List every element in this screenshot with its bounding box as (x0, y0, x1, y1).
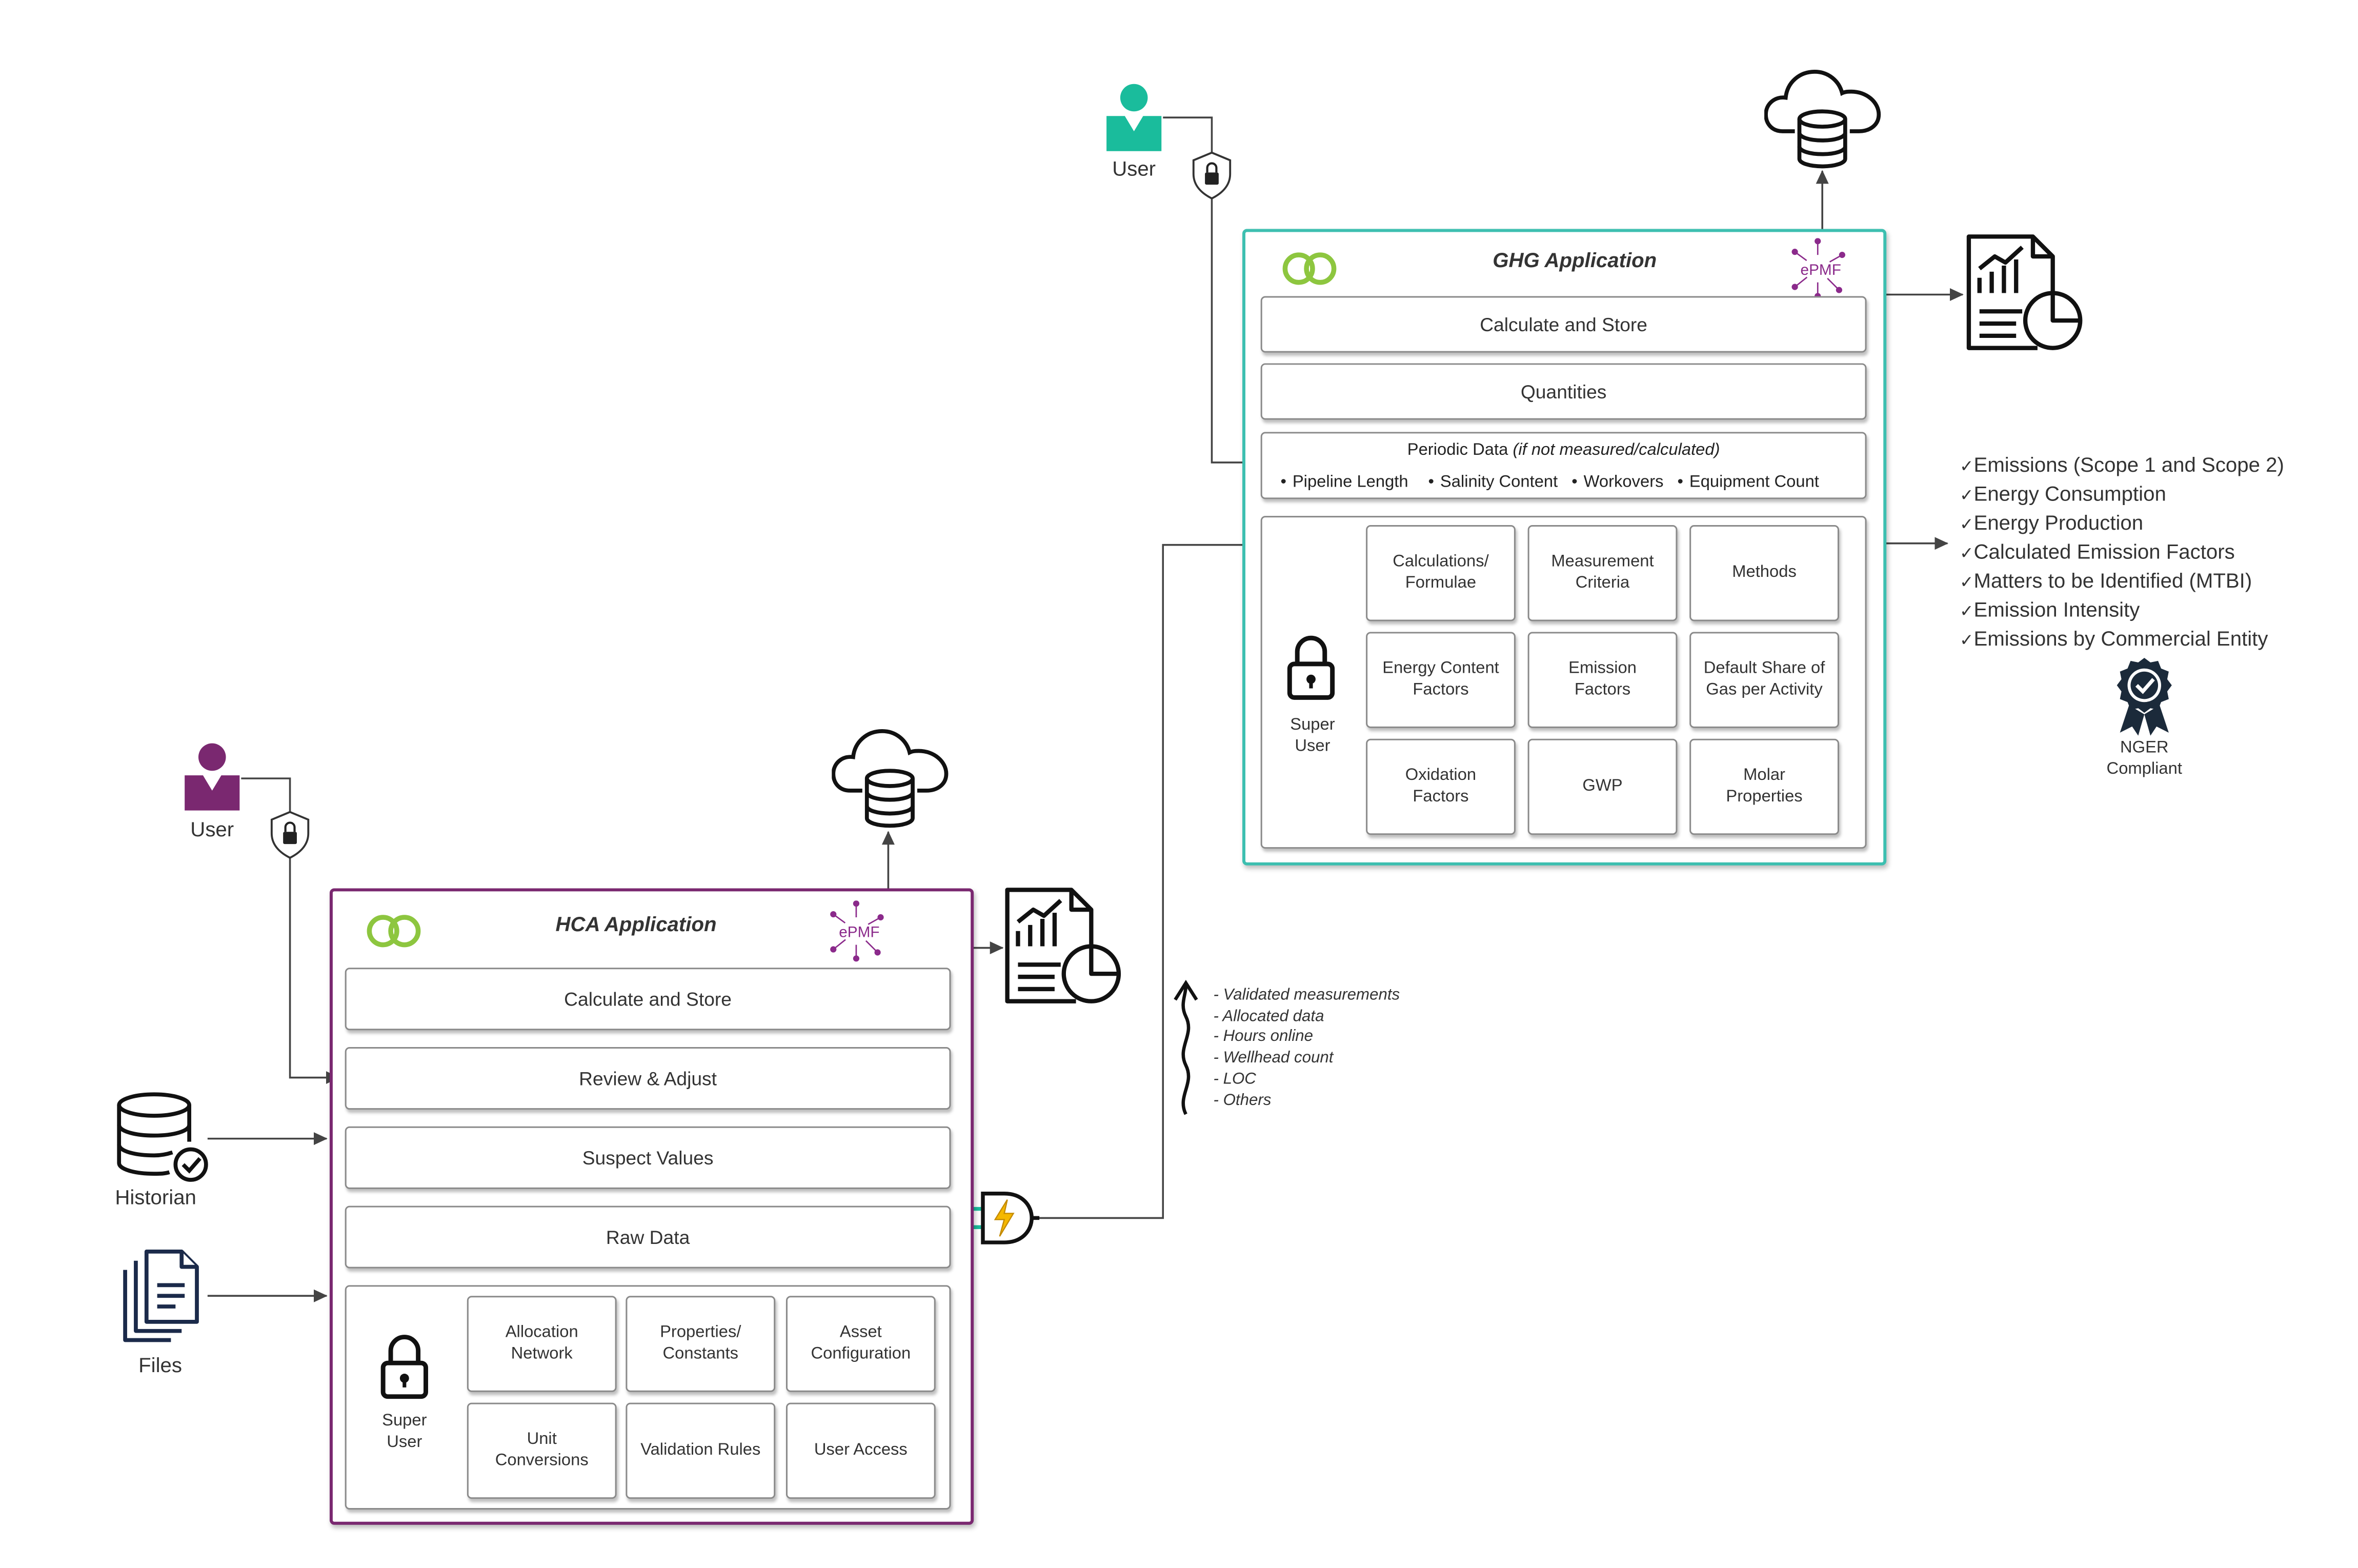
hca-cell-unit-conversions[interactable]: Unit Conversions (467, 1402, 617, 1499)
transfer-note: - Others (1213, 1090, 1272, 1109)
connector-plug-to-ghg (1038, 544, 1243, 1219)
ghg-application-box: GHG Application ePMF Calculate and Store… (1242, 229, 1887, 866)
user-icon (185, 743, 240, 811)
check-icon: ✓ (1960, 545, 1974, 564)
ghg-cell-energy-content-factors[interactable]: Energy Content Factors (1366, 632, 1516, 728)
files-icon (123, 1250, 199, 1342)
nger-compliant-label: NGER Compliant (2106, 738, 2182, 778)
hca-title: HCA Application (555, 913, 717, 936)
ghg-periodic-data-panel[interactable]: Periodic Data (if not measured/calculate… (1260, 432, 1867, 499)
connector-user-to-hca (241, 777, 340, 1084)
hca-cell-validation-rules[interactable]: Validation Rules (626, 1402, 776, 1499)
output-item: ✓Calculated Emission Factors (1960, 540, 2235, 564)
shield-lock-icon (1192, 151, 1232, 200)
periodic-item: Salinity Content (1440, 473, 1558, 492)
hca-cell-allocation-network[interactable]: Allocation Network (467, 1296, 617, 1392)
hca-cell-properties-constants[interactable]: Properties/ Constants (626, 1296, 776, 1392)
hca-row-review-adjust[interactable]: Review & Adjust (345, 1047, 951, 1110)
hca-row-suspect-values[interactable]: Suspect Values (345, 1126, 951, 1189)
hca-cell-user-access[interactable]: User Access (786, 1402, 936, 1499)
transfer-notes-list: - Validated measurements - Allocated dat… (1213, 986, 1400, 1112)
periodic-data-title: Periodic Data (1407, 441, 1508, 459)
hca-super-user-label: Super User (382, 1412, 427, 1451)
check-icon: ✓ (1960, 487, 1974, 506)
transfer-note: - Allocated data (1213, 1007, 1324, 1026)
output-item: ✓Energy Consumption (1960, 482, 2166, 506)
output-item: ✓Emissions (Scope 1 and Scope 2) (1960, 453, 2284, 476)
shield-lock-icon (270, 811, 310, 859)
check-icon: ✓ (1960, 458, 1974, 476)
padlock-icon (1287, 635, 1335, 700)
hca-cell-asset-configuration[interactable]: Asset Configuration (786, 1296, 936, 1392)
transfer-note: - LOC (1213, 1070, 1256, 1088)
award-badge-icon (2117, 657, 2172, 736)
output-item: ✓Matters to be Identified (MTBI) (1960, 569, 2252, 592)
ghg-cell-gwp[interactable]: GWP (1527, 738, 1678, 835)
green-loop-logo-icon (1282, 252, 1337, 285)
periodic-data-note: (if not measured/calculated) (1513, 441, 1720, 459)
epmf-logo-icon: ePMF (1791, 238, 1845, 299)
check-icon: ✓ (1960, 632, 1974, 651)
ghg-row-quantities[interactable]: Quantities (1260, 363, 1867, 420)
ghg-cell-emission-factors[interactable]: Emission Factors (1527, 632, 1678, 728)
output-item: ✓Emissions by Commercial Entity (1960, 627, 2268, 651)
output-item: ✓Emission Intensity (1960, 598, 2140, 621)
cloud-database-icon (832, 729, 949, 828)
ghg-super-user-label: Super User (1290, 716, 1335, 755)
plug-icon (969, 1192, 1040, 1244)
ghg-title: GHG Application (1493, 249, 1657, 272)
ghg-cell-molar-properties[interactable]: Molar Properties (1689, 738, 1839, 835)
padlock-icon (380, 1335, 428, 1399)
database-check-icon (117, 1092, 208, 1182)
check-icon: ✓ (1960, 602, 1974, 621)
check-icon: ✓ (1960, 574, 1974, 592)
transfer-note: - Validated measurements (1213, 986, 1400, 1004)
ghg-cell-measurement-criteria[interactable]: Measurement Criteria (1527, 525, 1678, 621)
epmf-logo-text: ePMF (1801, 262, 1841, 278)
user-icon (1106, 84, 1162, 151)
ghg-super-user-panel: Super User Calculations/ Formulae Measur… (1260, 516, 1867, 849)
periodic-item: Equipment Count (1689, 473, 1819, 492)
data-flow-wave-arrow (1174, 979, 1198, 1115)
periodic-data-heading: Periodic Data (if not measured/calculate… (1262, 441, 1865, 459)
ghg-cell-oxidation-factors[interactable]: Oxidation Factors (1366, 738, 1516, 835)
hca-row-calculate-store[interactable]: Calculate and Store (345, 968, 951, 1031)
transfer-note: - Wellhead count (1213, 1049, 1334, 1068)
output-item: ✓Energy Production (1960, 511, 2144, 534)
green-loop-logo-icon (367, 915, 421, 948)
transfer-note: - Hours online (1213, 1028, 1314, 1047)
connector-user-to-ghg (1163, 116, 1259, 469)
periodic-item: Pipeline Length (1292, 473, 1408, 492)
hca-application-box: HCA Application ePMF Calculate and Store… (329, 888, 974, 1525)
outputs-list: ✓Emissions (Scope 1 and Scope 2) ✓Energy… (1960, 452, 2284, 655)
periodic-item: Workovers (1583, 473, 1664, 492)
cloud-database-icon (1764, 70, 1881, 169)
user-label-top: User (1112, 157, 1156, 180)
ghg-cell-default-share-gas[interactable]: Default Share of Gas per Activity (1689, 632, 1839, 728)
ghg-row-calculate-store[interactable]: Calculate and Store (1260, 296, 1867, 353)
ghg-cell-methods[interactable]: Methods (1689, 525, 1839, 621)
ghg-cell-calculations-formulae[interactable]: Calculations/ Formulae (1366, 525, 1516, 621)
periodic-data-items: •Pipeline Length •Salinity Content •Work… (1280, 473, 1819, 492)
epmf-logo-icon: ePMF (830, 900, 884, 962)
check-icon: ✓ (1960, 516, 1974, 534)
user-label-left: User (190, 818, 234, 841)
files-label: Files (138, 1354, 182, 1377)
hca-super-user-panel: Super User Allocation Network Properties… (345, 1285, 951, 1510)
report-chart-icon (1005, 888, 1121, 1003)
historian-label: Historian (115, 1185, 196, 1209)
report-chart-icon (1966, 234, 2083, 350)
epmf-logo-text: ePMF (839, 924, 879, 941)
hca-row-raw-data[interactable]: Raw Data (345, 1205, 951, 1269)
